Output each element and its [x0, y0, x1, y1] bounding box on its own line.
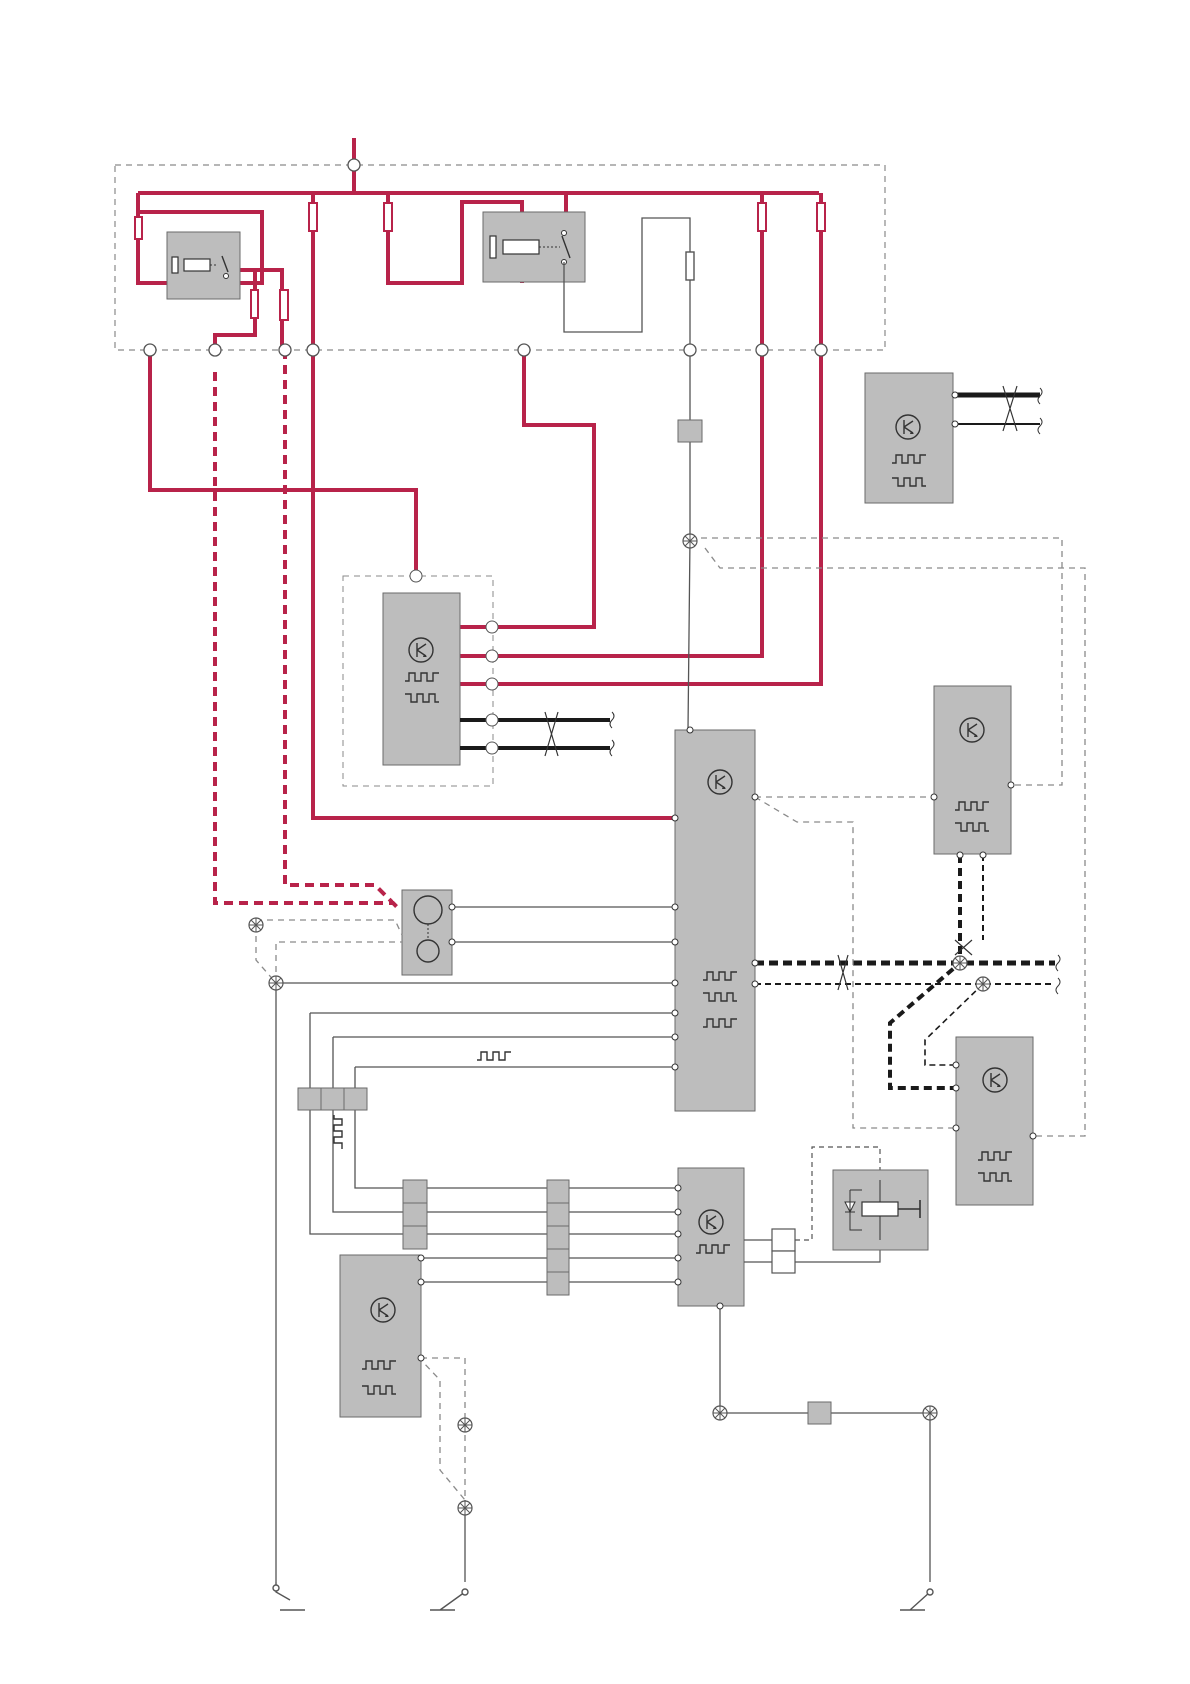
relay-center [483, 212, 585, 282]
inline-connector-2 [547, 1180, 569, 1295]
ecu-bottom-center [678, 1168, 744, 1306]
connector-block [298, 1088, 367, 1110]
wave-label-lower [477, 1052, 511, 1060]
ground-points [273, 1582, 933, 1610]
sensor-round [402, 890, 452, 975]
inline-component [678, 420, 702, 442]
ecu-top-right [865, 373, 1042, 503]
ecu-right-lower [956, 1037, 1033, 1205]
ecu-right-upper [934, 686, 1011, 854]
ecu-center [675, 727, 755, 1111]
fuse-thin [686, 252, 694, 280]
relay-left [167, 232, 240, 299]
relay-diode [833, 1170, 928, 1250]
wave-vertical [334, 1115, 342, 1149]
inline-component-bottom [808, 1402, 831, 1424]
thin-wires-top [564, 218, 690, 730]
thin-wires-lower [276, 907, 930, 1582]
ecu-left [383, 570, 614, 765]
inline-connector-1 [403, 1180, 427, 1249]
power-wires-dashed [215, 350, 400, 910]
ecu-bottom-left [340, 1255, 421, 1417]
